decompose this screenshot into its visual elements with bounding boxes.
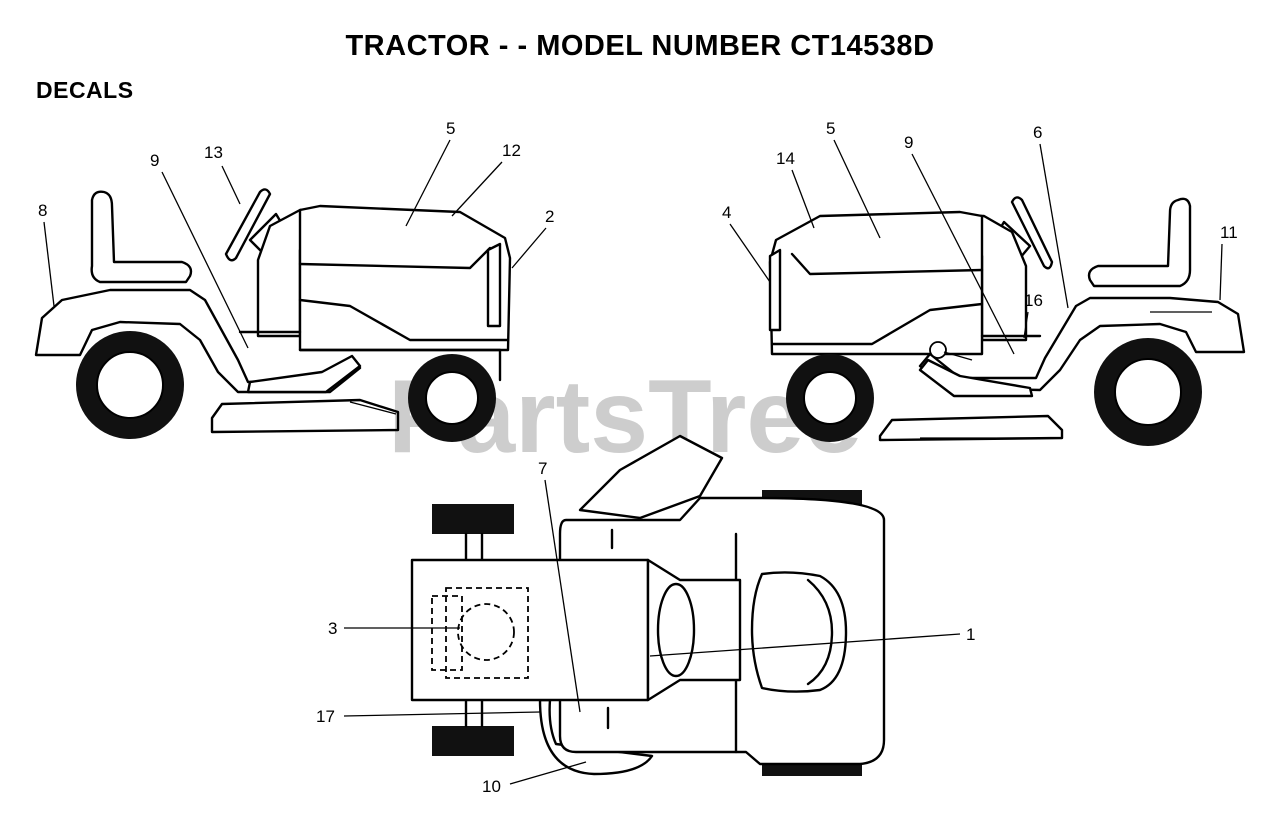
seat-pan [410,558,650,702]
svg-text:8: 8 [38,201,47,220]
mower-deck [210,398,400,434]
callout-5: 5 [405,119,455,227]
svg-text:10: 10 [482,777,501,796]
mower-deck-top-view [538,698,654,776]
rear-tire-top [432,504,514,534]
callout-9: 9 [904,133,1015,355]
discharge-chute [578,434,724,520]
svg-text:12: 12 [502,141,521,160]
callout-13: 13 [204,143,241,205]
svg-text:2: 2 [545,207,554,226]
svg-text:4: 4 [722,203,731,222]
svg-text:5: 5 [446,119,455,138]
svg-text:17: 17 [316,707,335,726]
svg-text:16: 16 [1024,291,1043,310]
svg-text:5: 5 [826,119,835,138]
hood [298,204,512,352]
callout-14: 14 [776,149,815,229]
svg-text:6: 6 [1033,123,1042,142]
tractor-right-side-view: 4 14 5 9 6 11 [722,119,1246,446]
callout-6: 6 [1033,123,1069,309]
callout-9: 9 [150,151,249,349]
callout-17: 17 [316,707,541,726]
dash-top-view [750,571,848,693]
hood [768,210,984,356]
tractor-top-view: 7 3 1 17 10 [316,434,975,796]
tractor-left-side-view: 8 9 13 5 12 2 [34,119,554,442]
diagram-title: TRACTOR - - MODEL NUMBER CT14538D [345,30,935,62]
callout-7: 7 [538,459,581,713]
callout-4: 4 [722,203,771,283]
section-heading: DECALS [36,77,134,103]
svg-text:13: 13 [204,143,223,162]
svg-text:9: 9 [150,151,159,170]
mower-deck [878,414,1064,442]
decal-area-3 [445,587,529,679]
seat [1087,197,1192,288]
svg-text:1: 1 [966,625,975,644]
callout-2: 2 [511,207,554,269]
svg-text:9: 9 [904,133,913,152]
callout-1: 1 [649,625,975,657]
callout-10: 10 [482,761,587,796]
rear-fender [918,296,1246,392]
callout-3: 3 [328,619,460,638]
svg-text:11: 11 [1220,223,1238,242]
callout-11: 11 [1219,223,1238,301]
svg-text:14: 14 [776,149,795,168]
callout-8: 8 [38,201,55,307]
svg-text:3: 3 [328,619,337,638]
steering-wheel [224,188,272,262]
steering-wheel [1010,196,1054,270]
callout-5: 5 [826,119,881,239]
rear-tire-bottom [432,726,514,756]
callout-12: 12 [451,141,521,217]
svg-text:7: 7 [538,459,547,478]
seat [90,190,193,284]
callout-16: 16 [1023,291,1043,339]
